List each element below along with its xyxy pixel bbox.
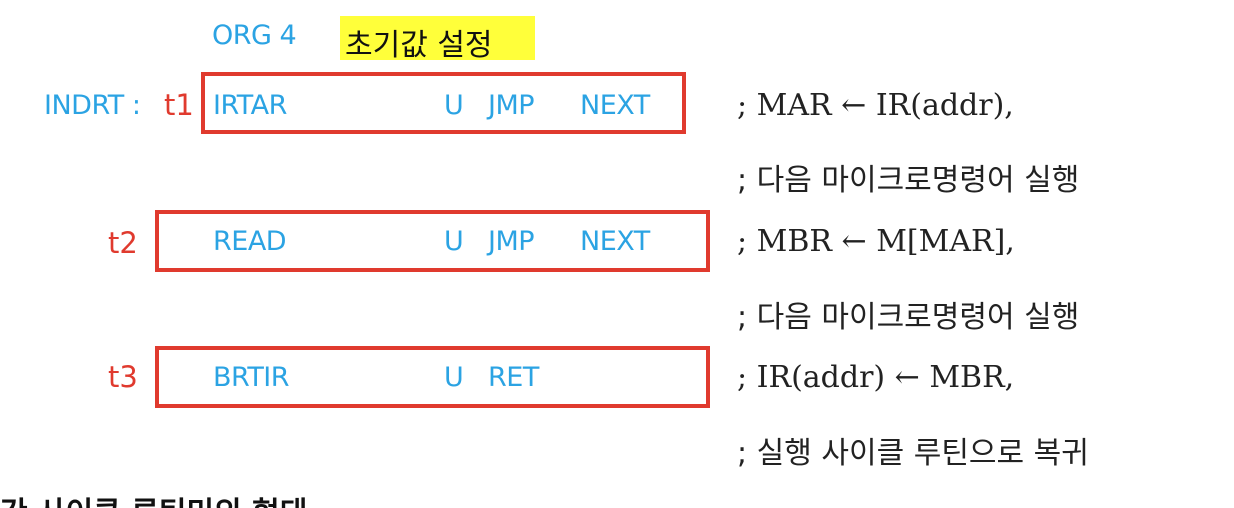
t3-label: t3 bbox=[108, 360, 138, 394]
row3-box bbox=[155, 346, 710, 408]
row3-op: BRTIR bbox=[213, 362, 290, 393]
row2-comment2: ; 다음 마이크로명령어 실행 bbox=[737, 300, 1080, 335]
org-directive: ORG 4 bbox=[212, 20, 297, 51]
row2-box bbox=[155, 210, 710, 272]
row3-comment1: ; IR(addr) ← MBR, bbox=[737, 360, 1015, 395]
row2-cond: U bbox=[444, 226, 464, 257]
row3-cond: U bbox=[444, 362, 464, 393]
row2-ad: NEXT bbox=[580, 226, 650, 257]
row3-comment2: ; 실행 사이클 루틴으로 복귀 bbox=[737, 436, 1089, 471]
row2-op: READ bbox=[213, 226, 287, 257]
routine-label: INDRT : bbox=[44, 90, 141, 121]
row1-comment1: ; MAR ← IR(addr), bbox=[737, 88, 1014, 123]
t2-label: t2 bbox=[108, 226, 138, 260]
highlight-box bbox=[340, 16, 535, 60]
t1-label: t1 bbox=[164, 88, 194, 122]
highlight-label: 초기값 설정 bbox=[345, 28, 493, 63]
row1-box bbox=[201, 72, 686, 134]
row2-br: JMP bbox=[488, 226, 535, 257]
row1-comment2: ; 다음 마이크로명령어 실행 bbox=[737, 163, 1080, 198]
row3-br: RET bbox=[488, 362, 539, 393]
row2-comment1: ; MBR ← M[MAR], bbox=[737, 224, 1015, 259]
row1-cond: U bbox=[444, 90, 464, 121]
footer-partial-text: 간 사이클 루틴미의 형태 bbox=[0, 488, 307, 508]
row1-ad: NEXT bbox=[580, 90, 650, 121]
row1-op: IRTAR bbox=[213, 90, 287, 121]
row1-br: JMP bbox=[488, 90, 535, 121]
